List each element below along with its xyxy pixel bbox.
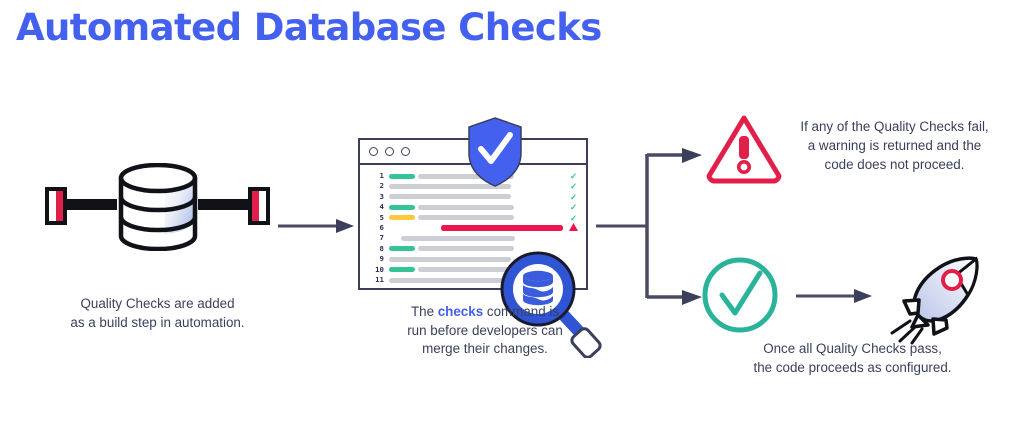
code-line-tokens bbox=[389, 225, 567, 231]
code-token-gray bbox=[389, 194, 511, 200]
code-line-row: 10 bbox=[367, 265, 580, 275]
code-line-number: 2 bbox=[379, 181, 384, 191]
arrow-success-to-rocket bbox=[796, 289, 872, 303]
code-line-row: 1✓ bbox=[367, 171, 580, 181]
stage-warning: If any of the Quality Checks fail, a war… bbox=[705, 112, 1005, 197]
code-token-green bbox=[389, 173, 415, 179]
code-line-number: 7 bbox=[379, 233, 384, 243]
code-line-row: 5✓ bbox=[367, 213, 580, 223]
code-line-tokens bbox=[389, 256, 567, 262]
check-mark-icon: ✓ bbox=[569, 171, 578, 181]
check-mark-icon: ✓ bbox=[569, 181, 578, 192]
code-line-number: 8 bbox=[379, 243, 384, 253]
code-token-gray bbox=[389, 277, 511, 283]
check-circle-icon bbox=[702, 257, 778, 333]
code-line-tokens bbox=[389, 277, 567, 283]
caption-success: Once all Quality Checks pass, the code p… bbox=[753, 341, 952, 375]
code-token-gray bbox=[389, 184, 511, 190]
caption-warning: If any of the Quality Checks fail, a war… bbox=[800, 119, 989, 172]
caption-code: The checks command is run before develop… bbox=[370, 303, 600, 359]
code-line-row: 2✓ bbox=[367, 181, 580, 191]
code-line-row: 4✓ bbox=[367, 202, 580, 212]
warning-triangle-icon bbox=[706, 115, 782, 184]
code-line-row: 9 bbox=[367, 254, 580, 264]
code-line-tokens bbox=[389, 184, 567, 190]
database-connector-left-icon bbox=[45, 187, 67, 225]
code-line-tokens bbox=[389, 236, 567, 242]
code-token-yellow bbox=[389, 215, 415, 221]
check-mark-icon: ✓ bbox=[569, 202, 578, 213]
caption-database: Quality Checks are added as a build step… bbox=[70, 296, 245, 330]
stage-success bbox=[700, 255, 1005, 375]
code-line-tokens bbox=[389, 194, 567, 200]
code-token-green bbox=[389, 267, 415, 273]
code-line-number: 4 bbox=[379, 202, 384, 212]
code-line-row: 6 bbox=[367, 222, 580, 233]
code-token-gray bbox=[401, 236, 515, 242]
caption-code-prefix: The bbox=[410, 304, 438, 319]
database-connector-right-icon bbox=[248, 187, 270, 225]
code-line-number: 5 bbox=[379, 212, 384, 222]
caption-code-suffix: command is run before developers can mer… bbox=[407, 304, 563, 356]
code-line-tokens bbox=[389, 267, 567, 273]
code-token-gray bbox=[418, 246, 514, 252]
code-line-number: 3 bbox=[379, 191, 384, 201]
window-dot-icon bbox=[401, 147, 410, 156]
rocket-icon bbox=[890, 256, 979, 345]
code-line-tokens bbox=[389, 173, 567, 179]
code-token-gray bbox=[418, 173, 514, 179]
database-cylinder-icon bbox=[118, 163, 198, 251]
shield-check-icon bbox=[468, 117, 522, 187]
code-line-row: 11 bbox=[367, 275, 580, 285]
arrow-database-to-code bbox=[278, 219, 354, 233]
code-token-gray bbox=[418, 267, 514, 273]
caption-code-command: checks bbox=[437, 304, 484, 319]
code-line-row: 3✓ bbox=[367, 192, 580, 202]
code-line-number: 9 bbox=[379, 254, 384, 264]
check-mark-icon: ✓ bbox=[569, 212, 578, 223]
code-token-green bbox=[389, 204, 415, 210]
code-line-number: 10 bbox=[375, 264, 384, 274]
stage-database bbox=[45, 163, 270, 251]
magnifier-database-icon bbox=[500, 251, 602, 358]
page-title: Automated Database Checks bbox=[16, 6, 602, 49]
code-token-gray bbox=[418, 204, 514, 210]
code-line-row: 8 bbox=[367, 244, 580, 254]
database-wire-left bbox=[65, 199, 117, 210]
code-line-number: 1 bbox=[379, 171, 384, 180]
branch-split-arrow bbox=[596, 148, 702, 305]
code-line-number: 11 bbox=[375, 274, 384, 284]
code-line-number: 6 bbox=[379, 222, 384, 232]
check-mark-icon: ✓ bbox=[569, 191, 578, 202]
code-line-tokens bbox=[389, 204, 567, 210]
code-line-row: 7 bbox=[367, 233, 580, 243]
code-line-tokens bbox=[389, 215, 567, 221]
code-line-tokens bbox=[389, 246, 567, 252]
window-dot-icon bbox=[369, 147, 378, 156]
code-token-gray bbox=[389, 256, 511, 262]
code-token-green bbox=[389, 246, 415, 252]
code-token-red bbox=[441, 225, 563, 231]
database-wire-right bbox=[198, 199, 250, 210]
warning-triangle-marker-icon bbox=[567, 222, 580, 233]
window-dot-icon bbox=[385, 147, 394, 156]
code-token-gray bbox=[418, 215, 514, 221]
